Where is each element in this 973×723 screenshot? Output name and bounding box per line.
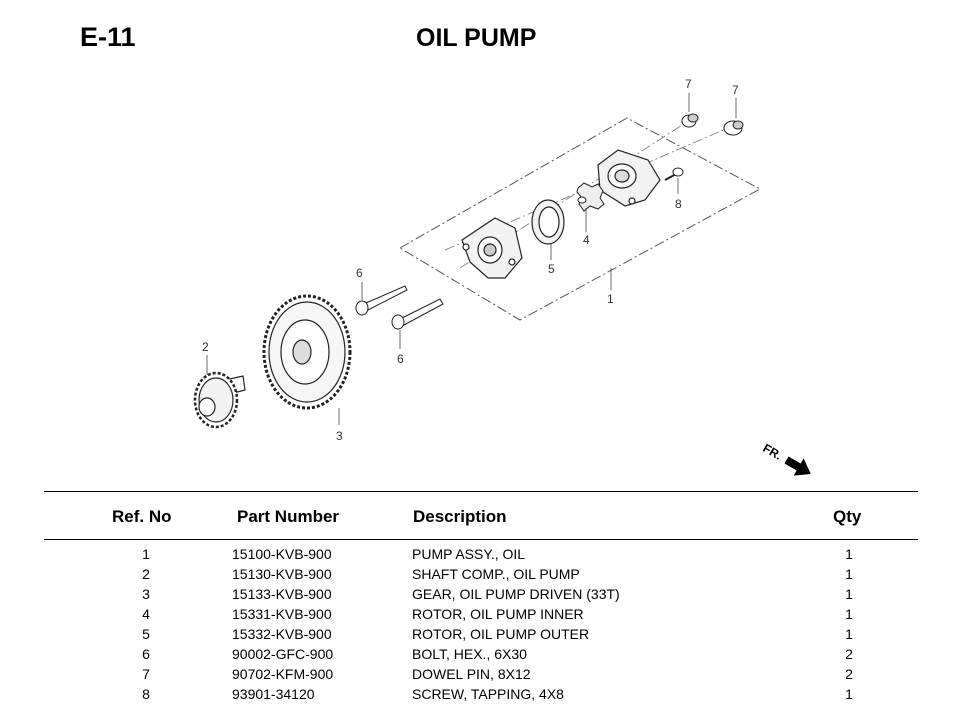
callout-label: 5: [548, 262, 555, 276]
pump-cover: [597, 149, 661, 207]
pump-body: [461, 217, 523, 279]
ref-number: 6: [142, 646, 150, 662]
callout-label: 7: [732, 83, 739, 97]
callout-label: 6: [397, 352, 404, 366]
table-row: 5 15332-KVB-900 ROTOR, OIL PUMP OUTER 1: [0, 625, 973, 645]
table-row: 6 90002-GFC-900 BOLT, HEX., 6X30 2: [0, 645, 973, 665]
part-description: SCREW, TAPPING, 4X8: [412, 686, 564, 702]
part-description: DOWEL PIN, 8X12: [412, 666, 531, 682]
part-description: ROTOR, OIL PUMP OUTER: [412, 626, 590, 642]
table-row: 4 15331-KVB-900 ROTOR, OIL PUMP INNER 1: [0, 605, 973, 625]
ref-number: 4: [142, 606, 150, 622]
part-description: PUMP ASSY., OIL: [412, 546, 526, 562]
part-number: 15133-KVB-900: [232, 586, 332, 602]
part-description: GEAR, OIL PUMP DRIVEN (33T): [412, 586, 620, 602]
hex-bolt: [355, 285, 408, 316]
outer-rotor: [531, 199, 565, 245]
part-number: 15130-KVB-900: [232, 566, 332, 582]
table-row: 7 90702-KFM-900 DOWEL PIN, 8X12 2: [0, 665, 973, 685]
axis-line: [444, 127, 729, 251]
callout-label: 4: [583, 233, 590, 247]
arrow-right-icon: [784, 456, 811, 476]
table-row: 2 15130-KVB-900 SHAFT COMP., OIL PUMP 1: [0, 565, 973, 585]
table-top-rule: [44, 491, 918, 492]
hex-bolt: [391, 298, 444, 330]
part-description: ROTOR, OIL PUMP INNER: [412, 606, 584, 622]
callout-label: 8: [675, 197, 682, 211]
callout-label: 1: [607, 292, 614, 306]
ref-number: 8: [142, 686, 150, 702]
column-header-ref-no: Ref. No: [112, 507, 172, 526]
table-header-rule: [44, 539, 918, 540]
part-description: BOLT, HEX., 6X30: [412, 646, 527, 662]
table-row: 8 93901-34120 SCREW, TAPPING, 4X8 1: [0, 685, 973, 705]
driven-gear: [262, 294, 352, 410]
callout-label: 3: [336, 429, 343, 443]
ref-number: 7: [142, 666, 150, 682]
part-number: 15100-KVB-900: [232, 546, 332, 562]
page-title: OIL PUMP: [416, 24, 537, 52]
page-code: E-11: [80, 22, 136, 52]
quantity: 1: [845, 586, 853, 602]
callout-label: 7: [685, 77, 692, 91]
pump-shaft: [193, 371, 246, 429]
pump-assembly-outline: [399, 117, 762, 321]
part-description: SHAFT COMP., OIL PUMP: [412, 566, 580, 582]
quantity: 1: [845, 606, 853, 622]
exploded-parts-diagram: 7 7 8 4 5 1 6 6 2 3 FR.: [193, 77, 811, 476]
callout-label: 6: [356, 266, 363, 280]
ref-number: 3: [142, 586, 150, 602]
parts-table-body: 1 15100-KVB-900 PUMP ASSY., OIL 1 2 1513…: [0, 545, 973, 705]
column-header-description: Description: [413, 507, 507, 526]
part-number: 90702-KFM-900: [232, 666, 334, 682]
column-header-part-number: Part Number: [237, 507, 340, 526]
quantity: 1: [845, 626, 853, 642]
tapping-screw: [664, 167, 684, 181]
column-header-qty: Qty: [833, 507, 862, 526]
quantity: 1: [845, 566, 853, 582]
quantity: 2: [845, 666, 853, 682]
callout-label: 2: [202, 340, 209, 354]
front-direction-marker: FR.: [761, 441, 811, 476]
dowel-pin: [723, 120, 744, 136]
table-row: 3 15133-KVB-900 GEAR, OIL PUMP DRIVEN (3…: [0, 585, 973, 605]
quantity: 1: [845, 686, 853, 702]
front-marker-label: FR.: [761, 441, 785, 463]
quantity: 2: [845, 646, 853, 662]
part-number: 93901-34120: [232, 686, 315, 702]
ref-number: 1: [142, 546, 150, 562]
quantity: 1: [845, 546, 853, 562]
table-row: 1 15100-KVB-900 PUMP ASSY., OIL 1: [0, 545, 973, 565]
ref-number: 2: [142, 566, 150, 582]
ref-number: 5: [142, 626, 150, 642]
dowel-pin: [681, 113, 699, 128]
part-number: 15331-KVB-900: [232, 606, 332, 622]
inner-rotor: [576, 182, 605, 212]
part-number: 15332-KVB-900: [232, 626, 332, 642]
part-number: 90002-GFC-900: [232, 646, 334, 662]
